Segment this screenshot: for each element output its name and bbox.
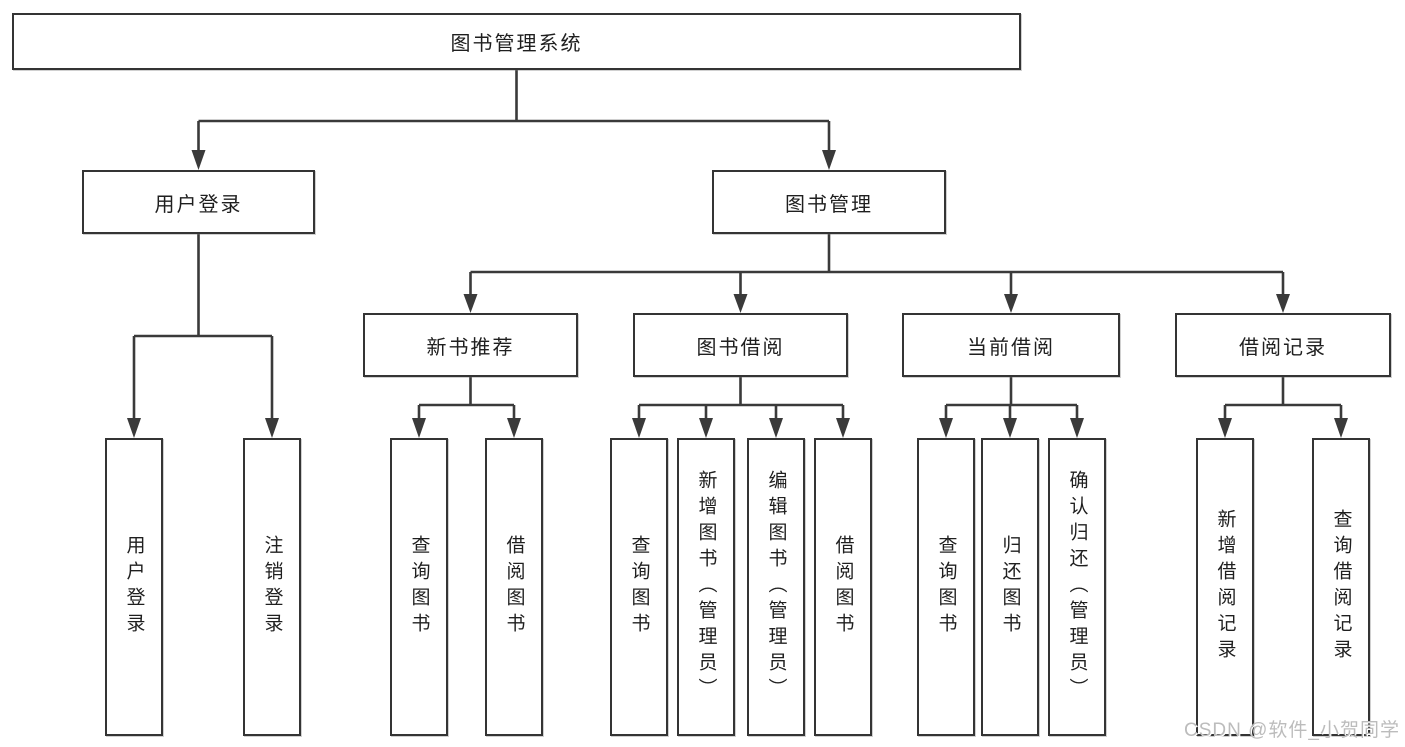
arrowhead — [836, 418, 850, 438]
arrowhead — [939, 418, 953, 438]
node-new-book-recommend: 新书推荐 — [363, 313, 578, 377]
leaf-return-book: 归还图书 — [981, 438, 1039, 736]
node-label: 查询图书 — [935, 535, 957, 639]
edge-current-borrow-to-leaves — [944, 377, 1079, 420]
arrowhead — [1334, 418, 1348, 438]
node-label: 确认归还（管理员） — [1066, 470, 1088, 704]
node-label: 新增图书（管理员） — [695, 470, 717, 704]
leaf-add-borrow-record: 新增借阅记录 — [1196, 438, 1254, 736]
arrowhead — [733, 294, 748, 313]
edge-book-borrow-to-leaves — [637, 377, 845, 420]
node-label: 查询图书 — [628, 535, 650, 639]
arrowhead — [265, 418, 279, 438]
node-label: 借阅记录 — [1239, 336, 1327, 359]
node-label: 新书推荐 — [426, 336, 515, 359]
arrowhead — [699, 418, 713, 438]
edge-book-management-to-level3 — [469, 234, 1285, 296]
leaf-borrow-books-recommend: 借阅图书 — [485, 438, 543, 736]
node-label: 查询借阅记录 — [1330, 509, 1352, 665]
arrowhead — [822, 150, 836, 170]
node-borrow-records: 借阅记录 — [1175, 313, 1391, 377]
node-book-management: 图书管理 — [712, 170, 946, 234]
node-book-management-system: 图书管理系统 — [12, 13, 1021, 70]
leaf-query-borrow-record: 查询借阅记录 — [1312, 438, 1370, 736]
arrowhead — [632, 418, 646, 438]
arrowhead — [1218, 418, 1232, 438]
watermark: CSDN @软件_小贺同学 — [1184, 720, 1400, 741]
node-label: 用户登录 — [123, 535, 145, 639]
leaf-confirm-return-admin: 确认归还（管理员） — [1048, 438, 1106, 736]
leaf-logout: 注销登录 — [243, 438, 301, 736]
leaf-borrow-books: 借阅图书 — [814, 438, 872, 736]
node-label: 图书借阅 — [696, 336, 785, 359]
node-label: 注销登录 — [261, 535, 283, 639]
edge-new-book-to-leaves — [417, 377, 516, 420]
node-label: 当前借阅 — [967, 336, 1055, 359]
edge-user-login-to-leaves — [132, 234, 274, 420]
arrowhead — [463, 294, 478, 313]
edge-root-to-level2 — [197, 70, 831, 152]
arrowhead — [1276, 294, 1290, 313]
leaf-query-books-recommend: 查询图书 — [390, 438, 448, 736]
arrowhead — [769, 418, 783, 438]
arrowhead — [412, 418, 426, 438]
node-label: 图书管理系统 — [450, 33, 583, 55]
leaf-query-books-borrow: 查询图书 — [610, 438, 668, 736]
arrowhead — [1003, 418, 1017, 438]
edge-borrow-records-to-leaves — [1223, 377, 1343, 420]
node-label: 新增借阅记录 — [1214, 509, 1236, 665]
leaf-user-login: 用户登录 — [105, 438, 163, 736]
leaf-edit-book-admin: 编辑图书（管理员） — [747, 438, 805, 736]
leaf-add-book-admin: 新增图书（管理员） — [677, 438, 735, 736]
arrowhead — [127, 418, 141, 438]
node-user-login-branch: 用户登录 — [82, 170, 315, 234]
arrowhead — [1004, 294, 1018, 313]
node-label: 用户登录 — [154, 193, 243, 216]
node-label: 借阅图书 — [832, 535, 854, 639]
node-label: 查询图书 — [408, 535, 430, 639]
node-label: 图书管理 — [785, 193, 873, 216]
leaf-query-books-current: 查询图书 — [917, 438, 975, 736]
node-label: 编辑图书（管理员） — [765, 470, 787, 704]
node-label: 借阅图书 — [503, 535, 525, 639]
node-book-borrow: 图书借阅 — [633, 313, 848, 377]
node-label: 归还图书 — [999, 535, 1021, 639]
arrowhead — [507, 418, 521, 438]
arrowhead — [1070, 418, 1084, 438]
node-current-borrow: 当前借阅 — [902, 313, 1120, 377]
arrowhead — [191, 150, 206, 170]
